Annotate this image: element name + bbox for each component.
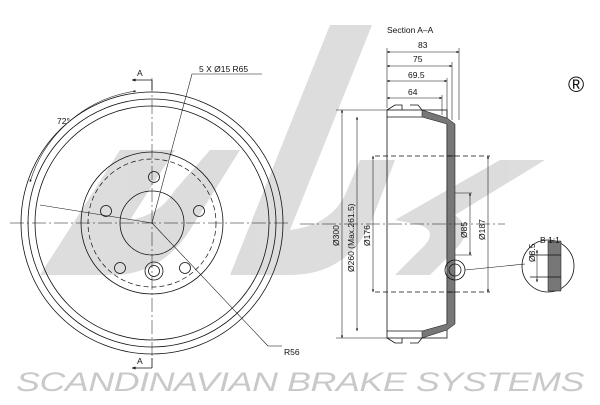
bolt-hole — [179, 262, 191, 274]
width-75: 75 — [413, 54, 423, 64]
diameter-176: Ø176 — [362, 225, 372, 246]
detail-dimension: Ø8.5 — [527, 243, 537, 262]
bolt-hole — [193, 205, 205, 217]
section-title: Section A–A — [387, 25, 434, 35]
diameter-260: Ø260 (Max.261.5) — [346, 203, 356, 272]
width-83: 83 — [418, 40, 428, 50]
section-view — [300, 48, 526, 344]
diameter-85: Ø85 — [459, 222, 469, 238]
detail-scale: B 1:1 — [540, 235, 560, 245]
bolt-hole — [148, 171, 160, 183]
bolt-hole — [114, 262, 126, 274]
section-marker-top: A — [137, 68, 143, 78]
bolt-hole — [148, 265, 160, 277]
diameter-300: Ø300 — [331, 225, 341, 246]
brand-name: SCANDINAVIAN BRAKE SYSTEMS — [16, 367, 584, 397]
width-69-5: 69.5 — [408, 70, 425, 80]
radius-label: R56 — [284, 347, 300, 357]
bolt-hole — [100, 205, 112, 217]
bolt-hole-callout: 5 X Ø15 R65 — [199, 64, 248, 74]
section-marker-bottom: A — [137, 356, 143, 366]
diameter-187: Ø187 — [477, 219, 487, 240]
registered-mark: ® — [568, 72, 584, 97]
width-64: 64 — [408, 87, 418, 97]
detail-b — [521, 239, 575, 293]
sbs-watermark-logo — [40, 25, 545, 275]
front-view — [10, 73, 290, 370]
angle-label: 72° — [57, 116, 70, 126]
